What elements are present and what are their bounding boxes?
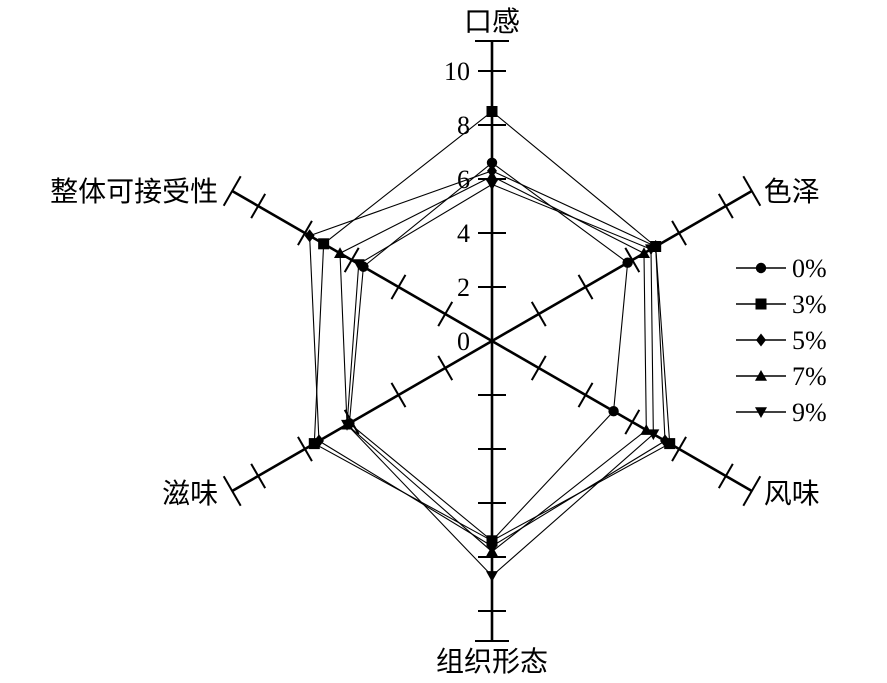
legend-marker — [755, 407, 767, 418]
axis-end-cap — [742, 175, 762, 207]
axis-line — [491, 189, 753, 343]
axis-line — [491, 339, 753, 493]
data-point — [486, 571, 498, 582]
series-2 — [304, 164, 671, 553]
axis-end-cap — [742, 475, 762, 507]
axis-tick — [577, 274, 594, 300]
axis-tick — [297, 220, 313, 246]
axis-category-label: 色泽 — [764, 175, 820, 208]
legend-label: 9% — [792, 398, 827, 427]
legend-item: 9% — [736, 398, 827, 427]
axis-tick — [624, 247, 641, 273]
data-point — [608, 406, 619, 417]
series-4 — [341, 179, 660, 582]
data-point — [304, 229, 315, 243]
series-line — [309, 170, 666, 547]
series-layer — [304, 106, 676, 582]
legend-label: 5% — [792, 326, 827, 355]
r-tick-label: 8 — [457, 111, 470, 140]
data-point — [486, 179, 498, 191]
legend-item: 7% — [736, 362, 827, 391]
axis-category-label: 滋味 — [162, 477, 218, 510]
data-point — [645, 244, 658, 256]
data-point — [660, 434, 671, 448]
data-point — [637, 247, 650, 259]
r-tick-label: 2 — [457, 273, 470, 302]
series-line — [348, 162, 629, 542]
axis-tick — [530, 355, 547, 381]
data-point — [622, 257, 633, 268]
axis-end-cap — [222, 475, 242, 507]
data-point — [486, 157, 498, 168]
legend-label: 7% — [792, 362, 827, 391]
legend-item: 0% — [736, 254, 827, 283]
legend-marker — [755, 262, 767, 274]
legend-label: 3% — [792, 290, 827, 319]
axis-tick — [297, 436, 313, 462]
axis-category-label: 口感 — [464, 5, 520, 38]
legend: 0% 3% 5% 7% 9% — [736, 254, 827, 427]
axis-category-label: 风味 — [764, 477, 820, 510]
r-tick-label: 0 — [457, 327, 470, 356]
axis-tick — [390, 274, 407, 300]
axis-end-cap — [222, 175, 242, 207]
legend-item: 5% — [736, 326, 827, 355]
data-point — [486, 545, 498, 557]
data-point — [664, 438, 676, 450]
axis-line — [231, 339, 493, 493]
axis-tick — [250, 193, 267, 219]
data-point — [308, 438, 320, 450]
data-point — [313, 434, 324, 448]
r-tick-label: 6 — [457, 165, 470, 194]
axis-tick — [250, 463, 267, 489]
axis-tick — [624, 409, 641, 435]
legend-marker — [756, 333, 766, 347]
data-point — [334, 247, 347, 259]
data-point — [486, 170, 498, 182]
axis-tick — [530, 301, 547, 327]
axis-tick — [671, 436, 687, 462]
axis-tick — [390, 382, 407, 408]
axis-tick — [437, 301, 454, 327]
axis-tick — [717, 193, 734, 219]
series-line — [346, 183, 654, 577]
axis-tick — [717, 463, 734, 489]
axis-category-label: 整体可接受性 — [50, 175, 218, 208]
axis-tick — [577, 382, 594, 408]
axis-tick — [343, 247, 360, 273]
axis-tick — [671, 220, 687, 246]
data-point — [318, 238, 330, 250]
axis-category-label: 组织形态 — [436, 645, 548, 678]
data-point — [341, 419, 354, 431]
axes-layer — [222, 40, 762, 642]
data-point — [352, 259, 365, 271]
legend-marker — [755, 370, 767, 381]
axis-tick — [437, 355, 454, 381]
legend-label: 0% — [792, 254, 827, 283]
legend-item: 3% — [736, 290, 827, 319]
r-tick-label: 10 — [444, 57, 470, 86]
legend-marker — [755, 298, 767, 310]
data-point — [647, 429, 660, 441]
data-point — [486, 106, 498, 117]
r-tick-label: 4 — [457, 219, 470, 248]
